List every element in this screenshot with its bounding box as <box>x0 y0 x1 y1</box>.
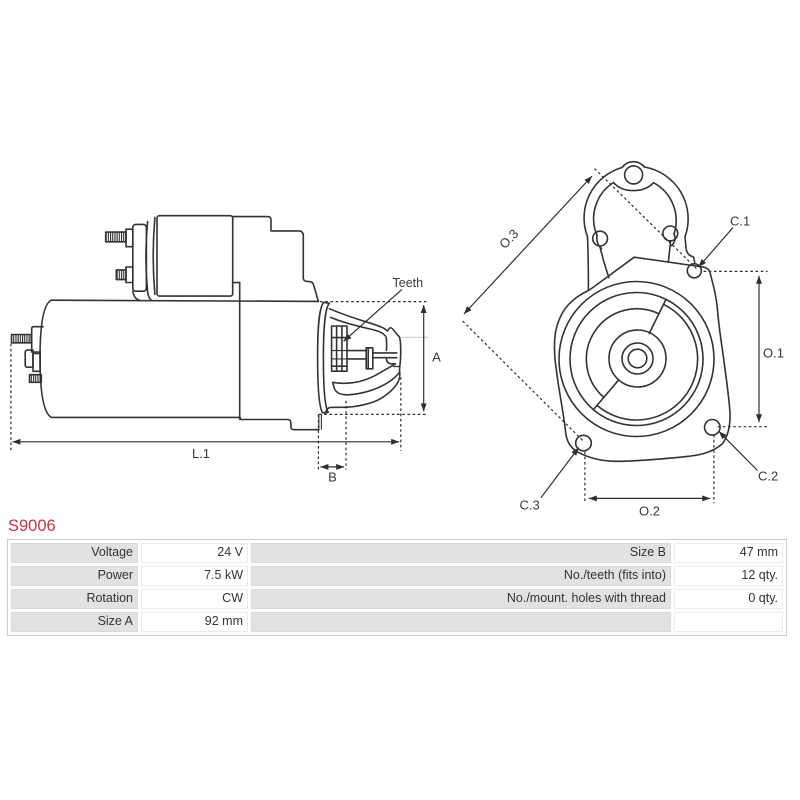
svg-text:A: A <box>432 350 441 365</box>
svg-text:C.3: C.3 <box>520 498 540 513</box>
svg-text:B: B <box>328 470 337 485</box>
svg-text:O.2: O.2 <box>639 504 660 519</box>
svg-text:C.1: C.1 <box>730 214 750 229</box>
svg-text:O.1: O.1 <box>763 346 784 361</box>
svg-text:Teeth: Teeth <box>393 276 424 290</box>
svg-text:C.2: C.2 <box>758 469 778 484</box>
svg-text:L.1: L.1 <box>192 446 210 461</box>
svg-text:O.3: O.3 <box>496 226 521 252</box>
